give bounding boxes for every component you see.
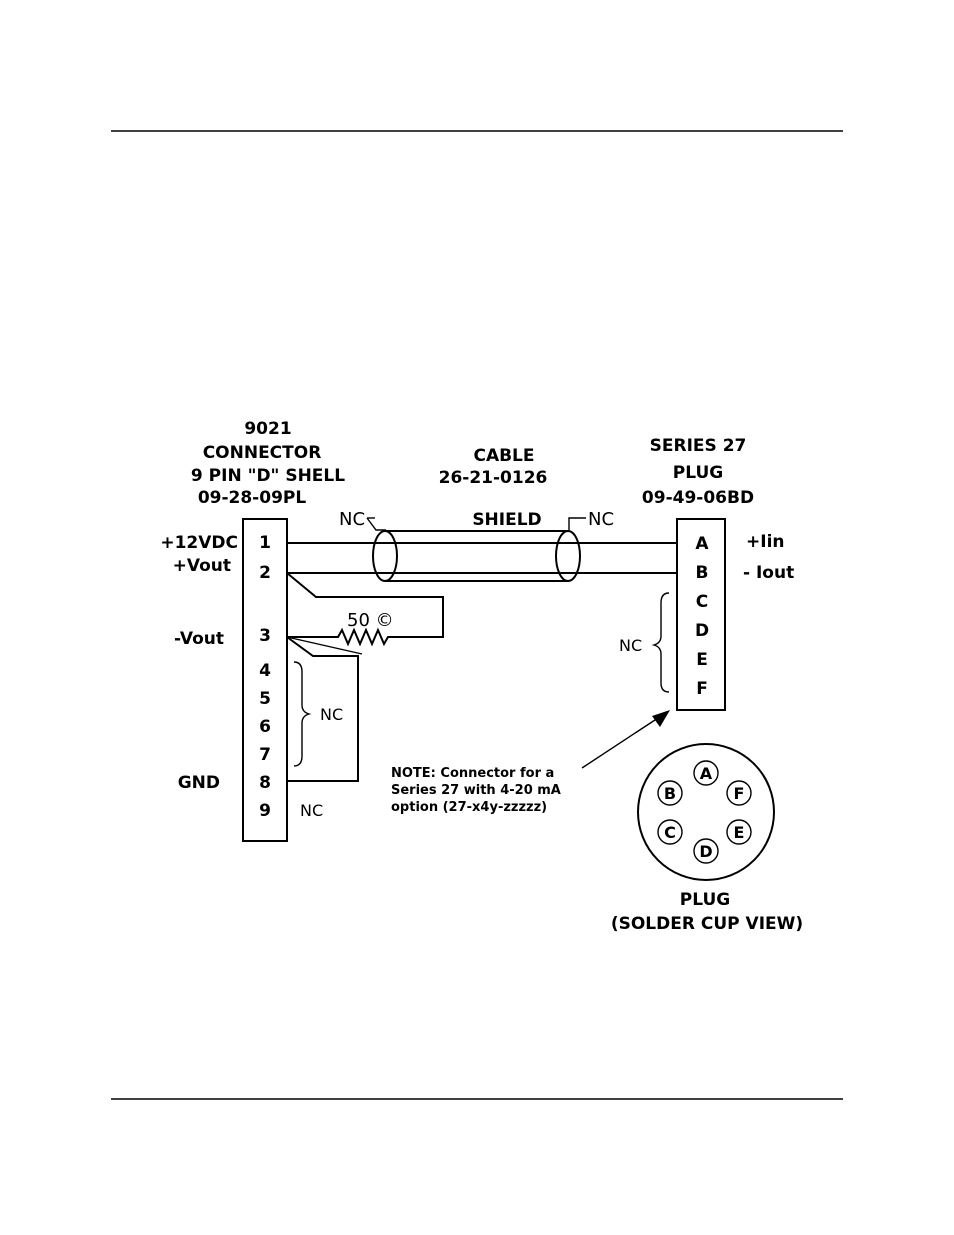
pin-7-label: 7 — [259, 745, 271, 765]
plug-face-pin-c: C — [664, 823, 676, 842]
connector-9021-pins: 1 2 3 4 5 6 7 8 9 — [259, 533, 271, 821]
series27-title-line: PLUG — [673, 463, 723, 483]
cable-title: CABLE 26-21-0126 — [439, 446, 548, 488]
signal-plus-vout: +Vout — [173, 556, 231, 576]
connector-title-line: 9 PIN "D" SHELL — [191, 466, 345, 486]
connector-9021-title: 9021 CONNECTOR 9 PIN "D" SHELL 09-28-09P… — [191, 419, 345, 508]
note-line: NOTE: Connector for a — [391, 766, 554, 781]
pin-1-label: 1 — [259, 533, 271, 553]
signal-plus-iin: +Iin — [746, 532, 785, 552]
signal-gnd: GND — [178, 773, 220, 793]
note-line: Series 27 with 4-20 mA — [391, 783, 561, 798]
pin-9-label: 9 — [259, 801, 271, 821]
plug-face-pin-d: D — [699, 842, 712, 861]
shield-right-drain — [569, 518, 586, 531]
signal-12vdc: +12VDC — [160, 533, 238, 553]
series27-title: SERIES 27 PLUG 09-49-06BD — [642, 436, 754, 508]
nc-label-pins-c-f: NC — [619, 636, 642, 655]
plug-face: A B F C E D — [638, 744, 774, 880]
connector-title-line: CONNECTOR — [203, 443, 322, 463]
pin-5-label: 5 — [259, 689, 271, 709]
plug-face-pin-f: F — [734, 784, 745, 803]
resistor — [288, 630, 398, 644]
signal-minus-iout: - Iout — [743, 563, 794, 583]
note-arrowhead — [652, 710, 670, 727]
plug-face-caption: PLUG (SOLDER CUP VIEW) — [611, 890, 803, 934]
plug-pin-a: A — [695, 534, 709, 554]
plug-face-pin-e: E — [734, 823, 745, 842]
shield-label: SHIELD — [472, 510, 541, 530]
pin-6-label: 6 — [259, 717, 271, 737]
pin-2-label: 2 — [259, 563, 271, 583]
shield-left-nc: NC — [339, 509, 365, 530]
pin-8-label: 8 — [259, 773, 271, 793]
plug-pin-f: F — [696, 679, 708, 699]
connector-9021-signals: +12VDC +Vout -Vout GND — [160, 533, 238, 793]
pin-9-nc-label: NC — [300, 801, 323, 820]
series27-title-line: SERIES 27 — [650, 436, 747, 456]
plug-pin-d: D — [695, 621, 709, 641]
plug-pin-c: C — [696, 592, 708, 612]
series27-plug-pins: A B C D E F — [695, 534, 709, 699]
plug-face-pin-a: A — [700, 764, 713, 783]
shield-right-nc: NC — [588, 509, 614, 530]
note-arrow-line — [582, 718, 658, 768]
nc-label-pins-4-7: NC — [320, 705, 343, 724]
nc-brace-pins-4-7 — [294, 662, 309, 766]
plug-caption-line: PLUG — [680, 890, 730, 910]
note-line: option (27-x4y-zzzzz) — [391, 800, 547, 815]
connector-title-line: 9021 — [244, 419, 291, 439]
pin-3-label: 3 — [259, 626, 271, 646]
cable-part-number: 26-21-0126 — [439, 468, 548, 488]
note-text: NOTE: Connector for a Series 27 with 4-2… — [391, 766, 561, 815]
resistor-label: 50 © — [347, 610, 394, 631]
shield-left-drain — [367, 518, 386, 530]
signal-minus-vout: -Vout — [174, 629, 224, 649]
cable-title-line: CABLE — [473, 446, 534, 466]
connector-title-line: 09-28-09PL — [198, 488, 307, 508]
plug-pin-b: B — [696, 563, 709, 583]
plug-caption-line: (SOLDER CUP VIEW) — [611, 914, 803, 934]
nc-brace-pins-c-f — [654, 593, 669, 692]
series27-title-line: 09-49-06BD — [642, 488, 754, 508]
plug-face-pin-b: B — [664, 784, 676, 803]
pin-4-label: 4 — [259, 661, 271, 681]
plug-pin-e: E — [696, 650, 708, 670]
